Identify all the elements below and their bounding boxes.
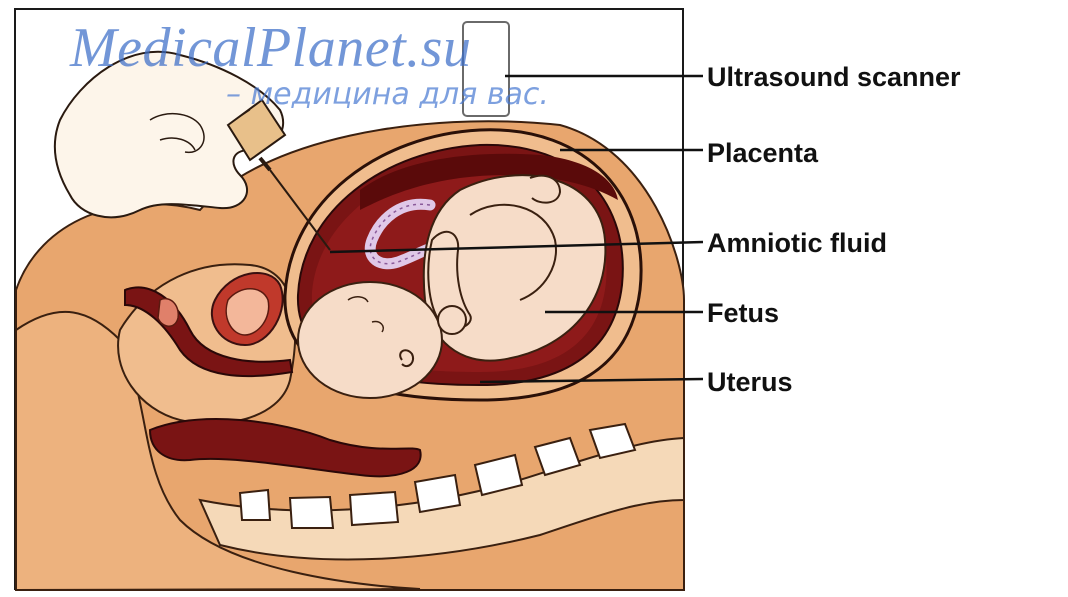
watermark-site: MedicalPlanet.su	[70, 20, 471, 76]
fetus-hand	[438, 306, 466, 334]
label-fetus: Fetus	[707, 300, 779, 327]
label-uterus: Uterus	[707, 369, 793, 396]
fetus-head	[298, 282, 442, 398]
fetus-foot	[530, 176, 560, 203]
watermark-tagline: – медицина для вас.	[226, 80, 549, 110]
label-placenta: Placenta	[707, 140, 818, 167]
label-ultrasound-scanner: Ultrasound scanner	[707, 64, 961, 91]
label-amniotic-fluid: Amniotic fluid	[707, 230, 887, 257]
